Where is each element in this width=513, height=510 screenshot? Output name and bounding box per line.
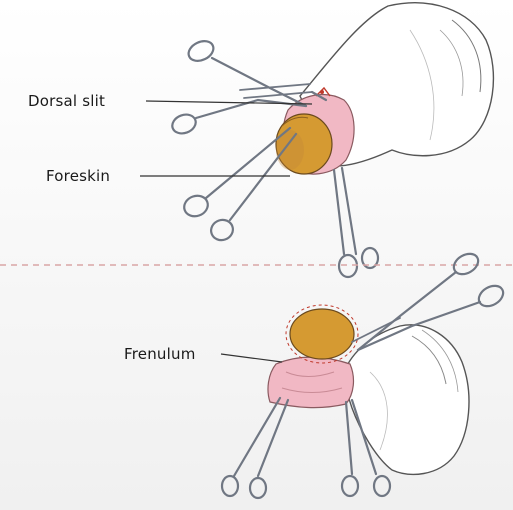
label-foreskin: Foreskin [46,167,110,185]
glans-bottom [290,309,354,359]
label-frenulum: Frenulum [124,345,196,363]
foreskin-bottom [268,357,353,407]
label-dorsal-slit: Dorsal slit [28,92,105,110]
